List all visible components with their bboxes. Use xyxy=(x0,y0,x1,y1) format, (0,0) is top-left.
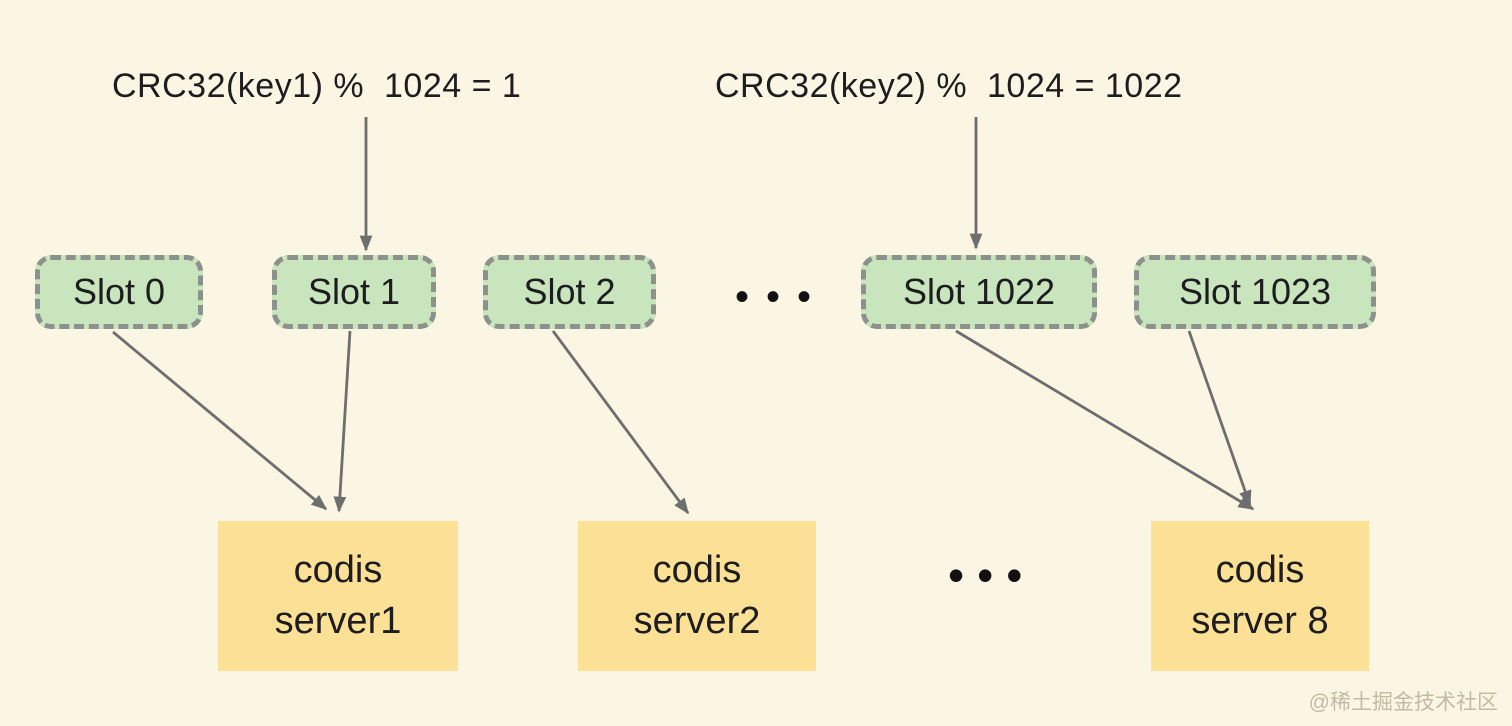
slot-1022-box: Slot 1022 xyxy=(861,255,1097,329)
watermark: @稀土掘金技术社区 xyxy=(1308,691,1498,714)
server-2-label-line2: server2 xyxy=(633,600,761,642)
server-1-label-line2: server1 xyxy=(274,600,402,642)
server-8-label-line1: codis xyxy=(1215,548,1305,591)
server-2-box: codis server2 xyxy=(578,521,816,671)
slot-1-box: Slot 1 xyxy=(272,255,436,329)
arrow-slot0-to-server1 xyxy=(112,330,328,511)
arrow-slot1023-to-server8 xyxy=(1187,330,1252,507)
slot-0-box: Slot 0 xyxy=(35,255,203,329)
formula-key1: CRC32(key1) % 1024 = 1 xyxy=(112,67,522,105)
server-1-label-line1: codis xyxy=(293,548,383,591)
servers-ellipsis: ••• xyxy=(948,549,1036,601)
arrow-slot1022-to-server8 xyxy=(955,329,1255,511)
slot-1023-box: Slot 1023 xyxy=(1134,255,1376,329)
server-1-box: codis server1 xyxy=(218,521,458,671)
slots-ellipsis: ••• xyxy=(735,275,829,319)
arrow-slot2-to-server2 xyxy=(551,330,690,515)
arrow-slot1-to-server1 xyxy=(333,330,352,513)
server-2-label-line1: codis xyxy=(652,548,742,591)
slot-2-box: Slot 2 xyxy=(483,255,656,329)
formula-key2: CRC32(key2) % 1024 = 1022 xyxy=(715,67,1183,105)
server-8-label-line2: server 8 xyxy=(1191,600,1329,642)
server-8-box: codis server 8 xyxy=(1151,521,1369,671)
